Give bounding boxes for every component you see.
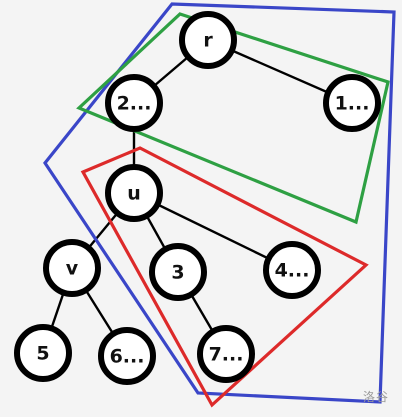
node-label: 5 [36,343,49,365]
tree-node-r: r [179,11,237,69]
node-circle [98,327,156,385]
tree-node-n1: 1... [323,74,381,132]
node-circle [105,74,163,132]
node-circle [263,241,321,299]
node-label: 3 [171,262,184,284]
red-region [80,146,369,408]
tree-node-n7: 7... [197,325,255,383]
node-label: v [66,258,79,280]
regions-layer [43,2,396,408]
node-label: 2... [117,93,152,115]
tree-node-n3: 3 [149,243,207,301]
tree-node-v: v [43,239,101,297]
node-label: 7... [209,344,244,366]
node-label: r [203,30,213,52]
node-label: u [127,183,141,205]
blue-region [43,2,396,404]
edge-u-n4 [133,191,293,272]
nodes-layer: r 2... 1... u v 3 4... 5 6... 7... [14,11,381,385]
node-circle [197,325,255,383]
tree-node-u: u [105,164,163,222]
node-circle [179,11,237,69]
tree-node-n4: 4... [263,241,321,299]
tree-node-n6: 6... [98,327,156,385]
node-circle [105,164,163,222]
edges-layer [41,38,353,357]
tree-node-n5: 5 [14,324,72,382]
green-region [76,12,390,225]
watermark-text: 洛谷 [362,390,389,404]
node-circle [14,324,72,382]
node-circle [149,243,207,301]
tree-node-n2: 2... [105,74,163,132]
node-label: 1... [335,93,370,115]
node-label: 6... [110,346,145,368]
node-circle [43,239,101,297]
node-label: 4... [275,260,310,282]
node-circle [323,74,381,132]
